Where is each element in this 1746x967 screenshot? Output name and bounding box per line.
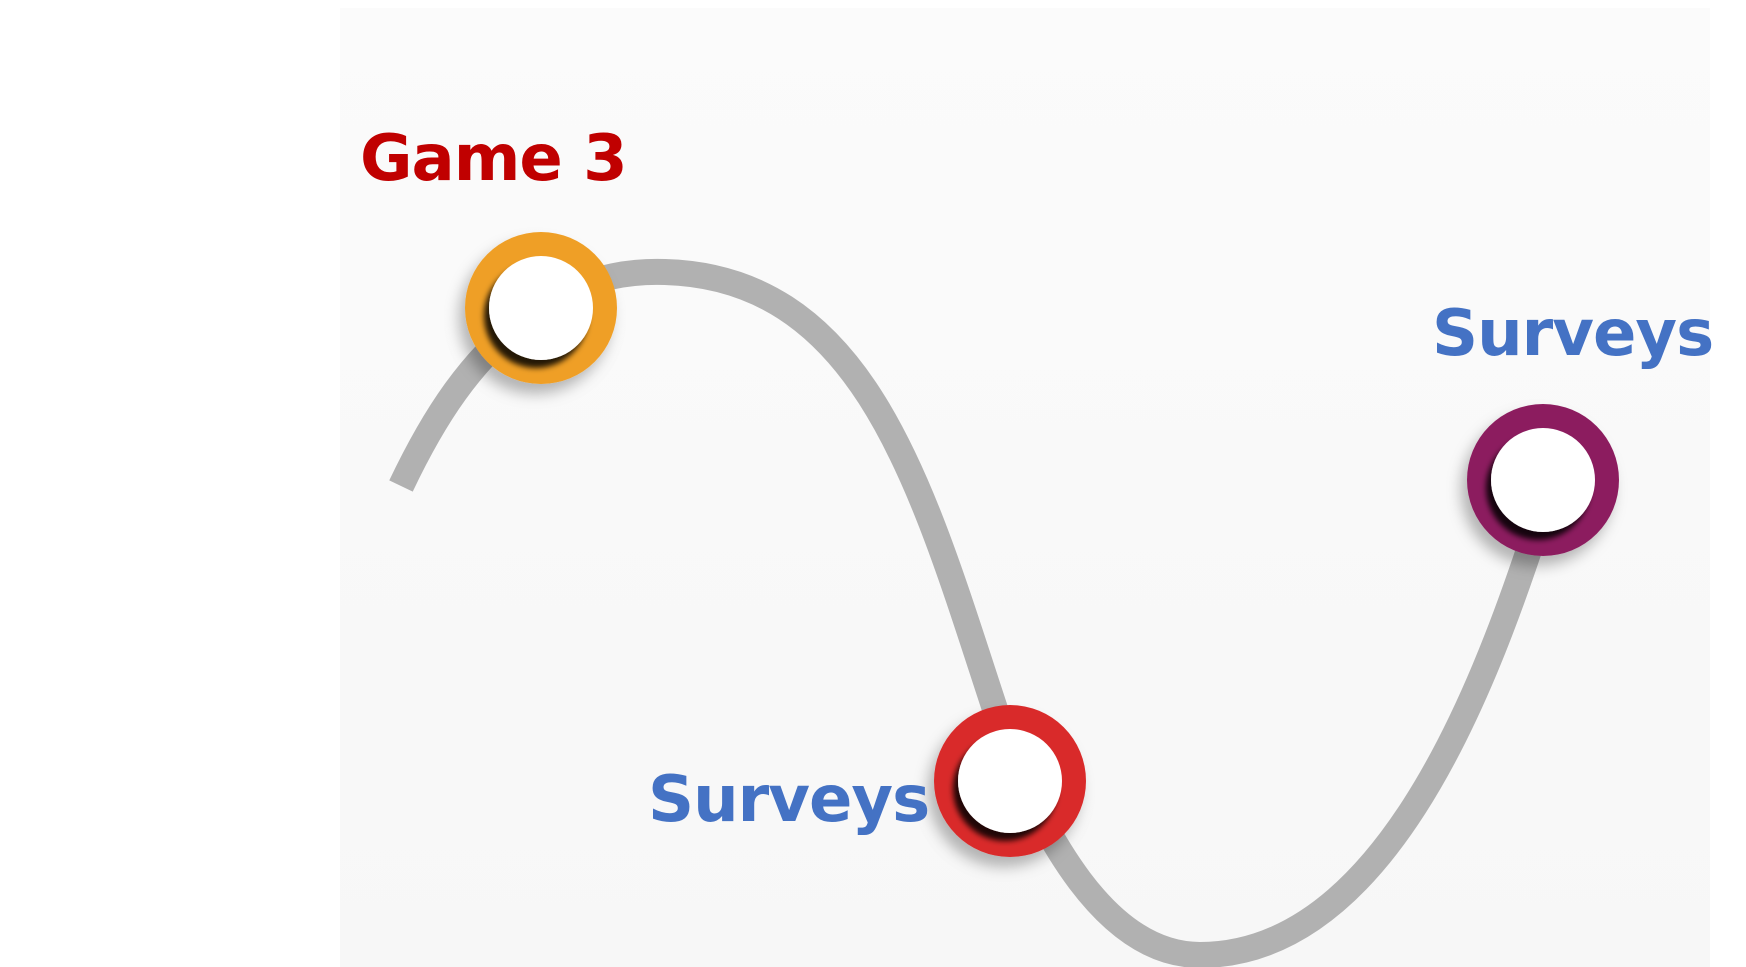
milestone-center-surveys-2	[1491, 428, 1595, 532]
milestone-label-game3: Game 3	[360, 122, 628, 196]
milestone-label-surveys-1: Surveys	[648, 763, 930, 837]
milestone-center-game3	[489, 256, 593, 360]
milestone-label-surveys-2: Surveys	[1432, 297, 1714, 371]
milestone-center-surveys-1	[958, 729, 1062, 833]
